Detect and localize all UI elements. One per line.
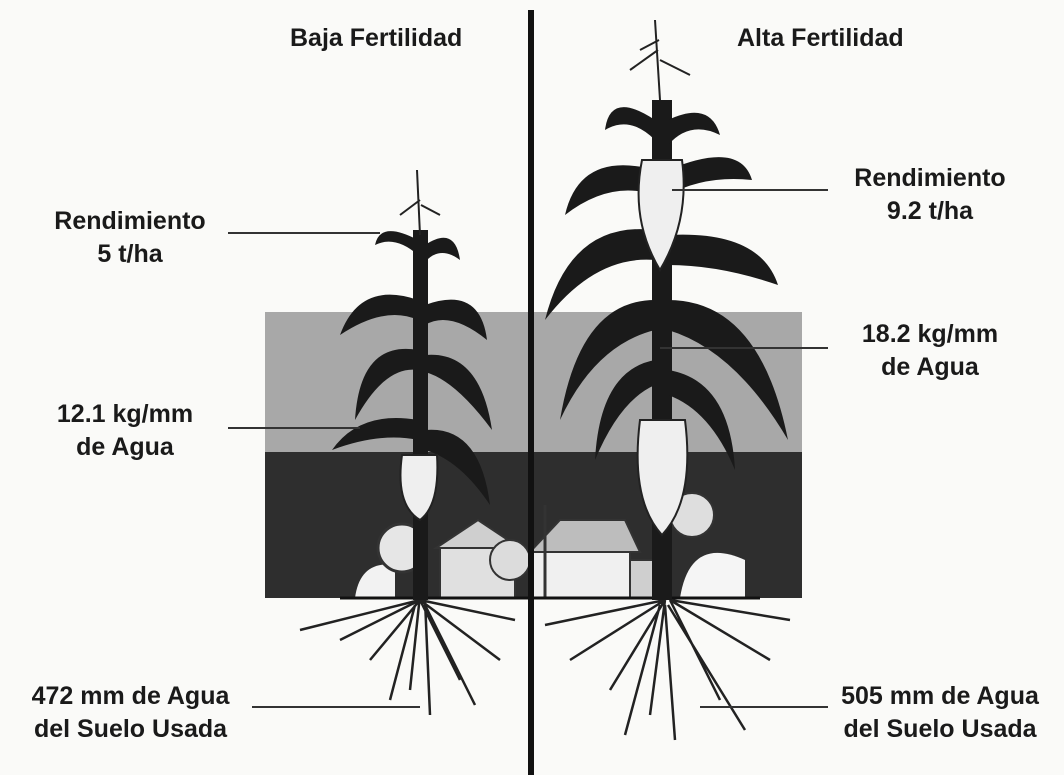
- left-water-line1: 472 mm de Agua: [8, 680, 253, 713]
- low-fertility-roots: [300, 595, 515, 715]
- left-yield-title: Rendimiento: [30, 205, 230, 238]
- right-heading: Alta Fertilidad: [737, 22, 904, 55]
- right-water-line2: del Suelo Usada: [820, 713, 1060, 746]
- right-water-label: 505 mm de Agua del Suelo Usada: [820, 680, 1060, 745]
- left-water-line2: del Suelo Usada: [8, 713, 253, 746]
- left-efficiency-label: 12.1 kg/mm de Agua: [20, 398, 230, 463]
- left-yield-label: Rendimiento 5 t/ha: [30, 205, 230, 270]
- right-yield-value: 9.2 t/ha: [820, 195, 1040, 228]
- left-heading: Baja Fertilidad: [290, 22, 462, 55]
- right-efficiency-label: 18.2 kg/mm de Agua: [815, 318, 1045, 383]
- low-fertility-tassel: [400, 170, 440, 235]
- right-yield-label: Rendimiento 9.2 t/ha: [820, 162, 1040, 227]
- high-fertility-roots: [545, 600, 790, 740]
- right-yield-title: Rendimiento: [820, 162, 1040, 195]
- right-efficiency-unit: de Agua: [815, 351, 1045, 384]
- right-efficiency-value: 18.2 kg/mm: [815, 318, 1045, 351]
- high-fertility-tassel: [630, 20, 690, 100]
- left-yield-value: 5 t/ha: [30, 238, 230, 271]
- right-water-line1: 505 mm de Agua: [820, 680, 1060, 713]
- left-efficiency-value: 12.1 kg/mm: [20, 398, 230, 431]
- left-water-label: 472 mm de Agua del Suelo Usada: [8, 680, 253, 745]
- left-efficiency-unit: de Agua: [20, 431, 230, 464]
- high-fertility-corn-plant: [545, 20, 790, 740]
- low-fertility-stalk: [413, 230, 428, 600]
